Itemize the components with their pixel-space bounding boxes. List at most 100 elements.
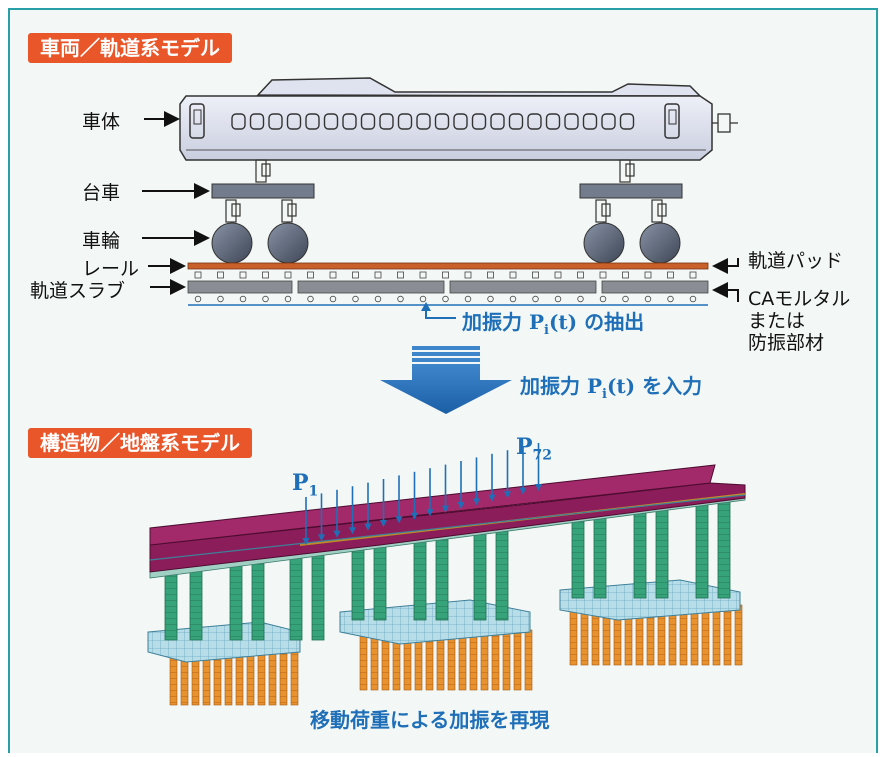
pad-spring: [239, 271, 247, 279]
car-window: [582, 113, 598, 130]
mortar-spring: [194, 295, 202, 303]
pile: [268, 649, 277, 706]
car-window: [286, 113, 302, 130]
label-force-extract: 加振力 Pi(t) の抽出: [462, 306, 644, 338]
pier: [571, 514, 585, 599]
force-input-p: P: [586, 374, 603, 398]
p1-sub: 1: [308, 483, 319, 500]
label-ca-mortar-line1: CAモルタル: [748, 288, 851, 310]
force-extract-p: P: [528, 310, 545, 334]
car-window: [342, 113, 357, 130]
load-arrowhead: [535, 484, 542, 491]
input-big-arrow: [380, 346, 512, 414]
pad-spring: [329, 271, 337, 279]
bogie-right: [579, 183, 683, 199]
car-window: [323, 113, 339, 130]
load-arrowhead: [457, 502, 465, 509]
label-car-body: 車体: [82, 111, 121, 133]
label-bogie: 台車: [82, 182, 121, 204]
secondary-suspension: [255, 159, 635, 183]
pier: [164, 569, 178, 641]
car-window: [619, 113, 635, 130]
car-window: [360, 113, 376, 130]
load-arrowhead: [442, 505, 449, 513]
force-extract-suffix: の抽出: [584, 310, 645, 334]
label-track-slab: 軌道スラブ: [30, 280, 126, 302]
pad-spring: [442, 271, 449, 279]
pier: [633, 506, 647, 599]
viaduct-model: [147, 464, 746, 706]
car-body: [179, 77, 713, 161]
mortar-spring: [644, 295, 652, 303]
load-arrowhead: [504, 491, 511, 499]
load-arrowhead: [302, 538, 310, 545]
track-pads: [194, 271, 697, 279]
pile: [359, 629, 368, 691]
car-window: [527, 113, 542, 130]
label-p72: P72: [516, 434, 552, 463]
pier: [251, 557, 265, 641]
pad-spring: [532, 271, 539, 279]
pile: [524, 629, 533, 691]
car-window: [453, 113, 468, 130]
load-arrowhead: [411, 512, 418, 520]
ca-mortar-springs: [194, 295, 697, 303]
force-input-sub: i: [602, 387, 607, 402]
pad-spring: [397, 271, 404, 279]
track-slabs: [187, 280, 709, 294]
car-window: [231, 113, 246, 130]
extract-arrowhead: [421, 302, 431, 311]
wheels: [211, 222, 681, 264]
car-window: [601, 113, 616, 130]
mortar-spring: [374, 295, 382, 303]
mortar-spring: [487, 295, 494, 303]
coupler-right: [712, 113, 738, 133]
mortar-spring: [667, 295, 674, 303]
load-arrowhead: [364, 523, 372, 531]
force-extract-prefix: 加振力: [462, 310, 522, 334]
load-arrowhead: [318, 534, 325, 542]
mortar-spring: [442, 295, 449, 303]
mortar-spring: [532, 295, 539, 303]
pile: [712, 604, 721, 666]
pad-spring: [352, 271, 359, 279]
load-arrowhead: [380, 520, 387, 527]
mortar-spring: [284, 295, 292, 303]
mortar-spring: [577, 295, 584, 303]
pier: [351, 544, 365, 621]
pier: [473, 528, 487, 621]
force-input-symbol: Pi(t): [586, 374, 635, 402]
label-ca-mortar-line3: 防振部材: [748, 332, 825, 354]
extract-arrow: [425, 306, 456, 319]
car-window: [508, 113, 524, 130]
car-window: [545, 113, 561, 130]
pier: [593, 511, 607, 599]
mortar-spring: [217, 295, 224, 303]
mortar-spring: [307, 295, 314, 303]
car-window: [564, 113, 579, 130]
mortar-spring: [554, 295, 562, 303]
load-arrowhead: [426, 509, 434, 517]
load-arrowhead: [473, 498, 480, 506]
pile: [469, 629, 478, 691]
p72-letter: P: [516, 434, 533, 460]
car-window: [397, 113, 413, 130]
mortar-spring: [689, 295, 697, 303]
label-ca-mortar: CAモルタル または 防振部材: [748, 288, 850, 354]
car-window: [379, 113, 394, 130]
pad-spring: [464, 271, 472, 279]
mortar-spring: [262, 295, 269, 303]
right-leaders: [712, 258, 739, 302]
pile: [513, 629, 522, 691]
label-track-pad: 軌道パッド: [748, 250, 844, 272]
mortar-spring: [622, 295, 629, 303]
load-arrowhead: [349, 527, 356, 535]
pad-spring: [307, 271, 314, 279]
pad-spring: [374, 271, 382, 279]
pile: [279, 649, 288, 706]
pile: [701, 604, 710, 666]
mortar-spring: [599, 295, 607, 303]
label-p1: P1: [292, 470, 318, 499]
car-window: [249, 113, 265, 130]
